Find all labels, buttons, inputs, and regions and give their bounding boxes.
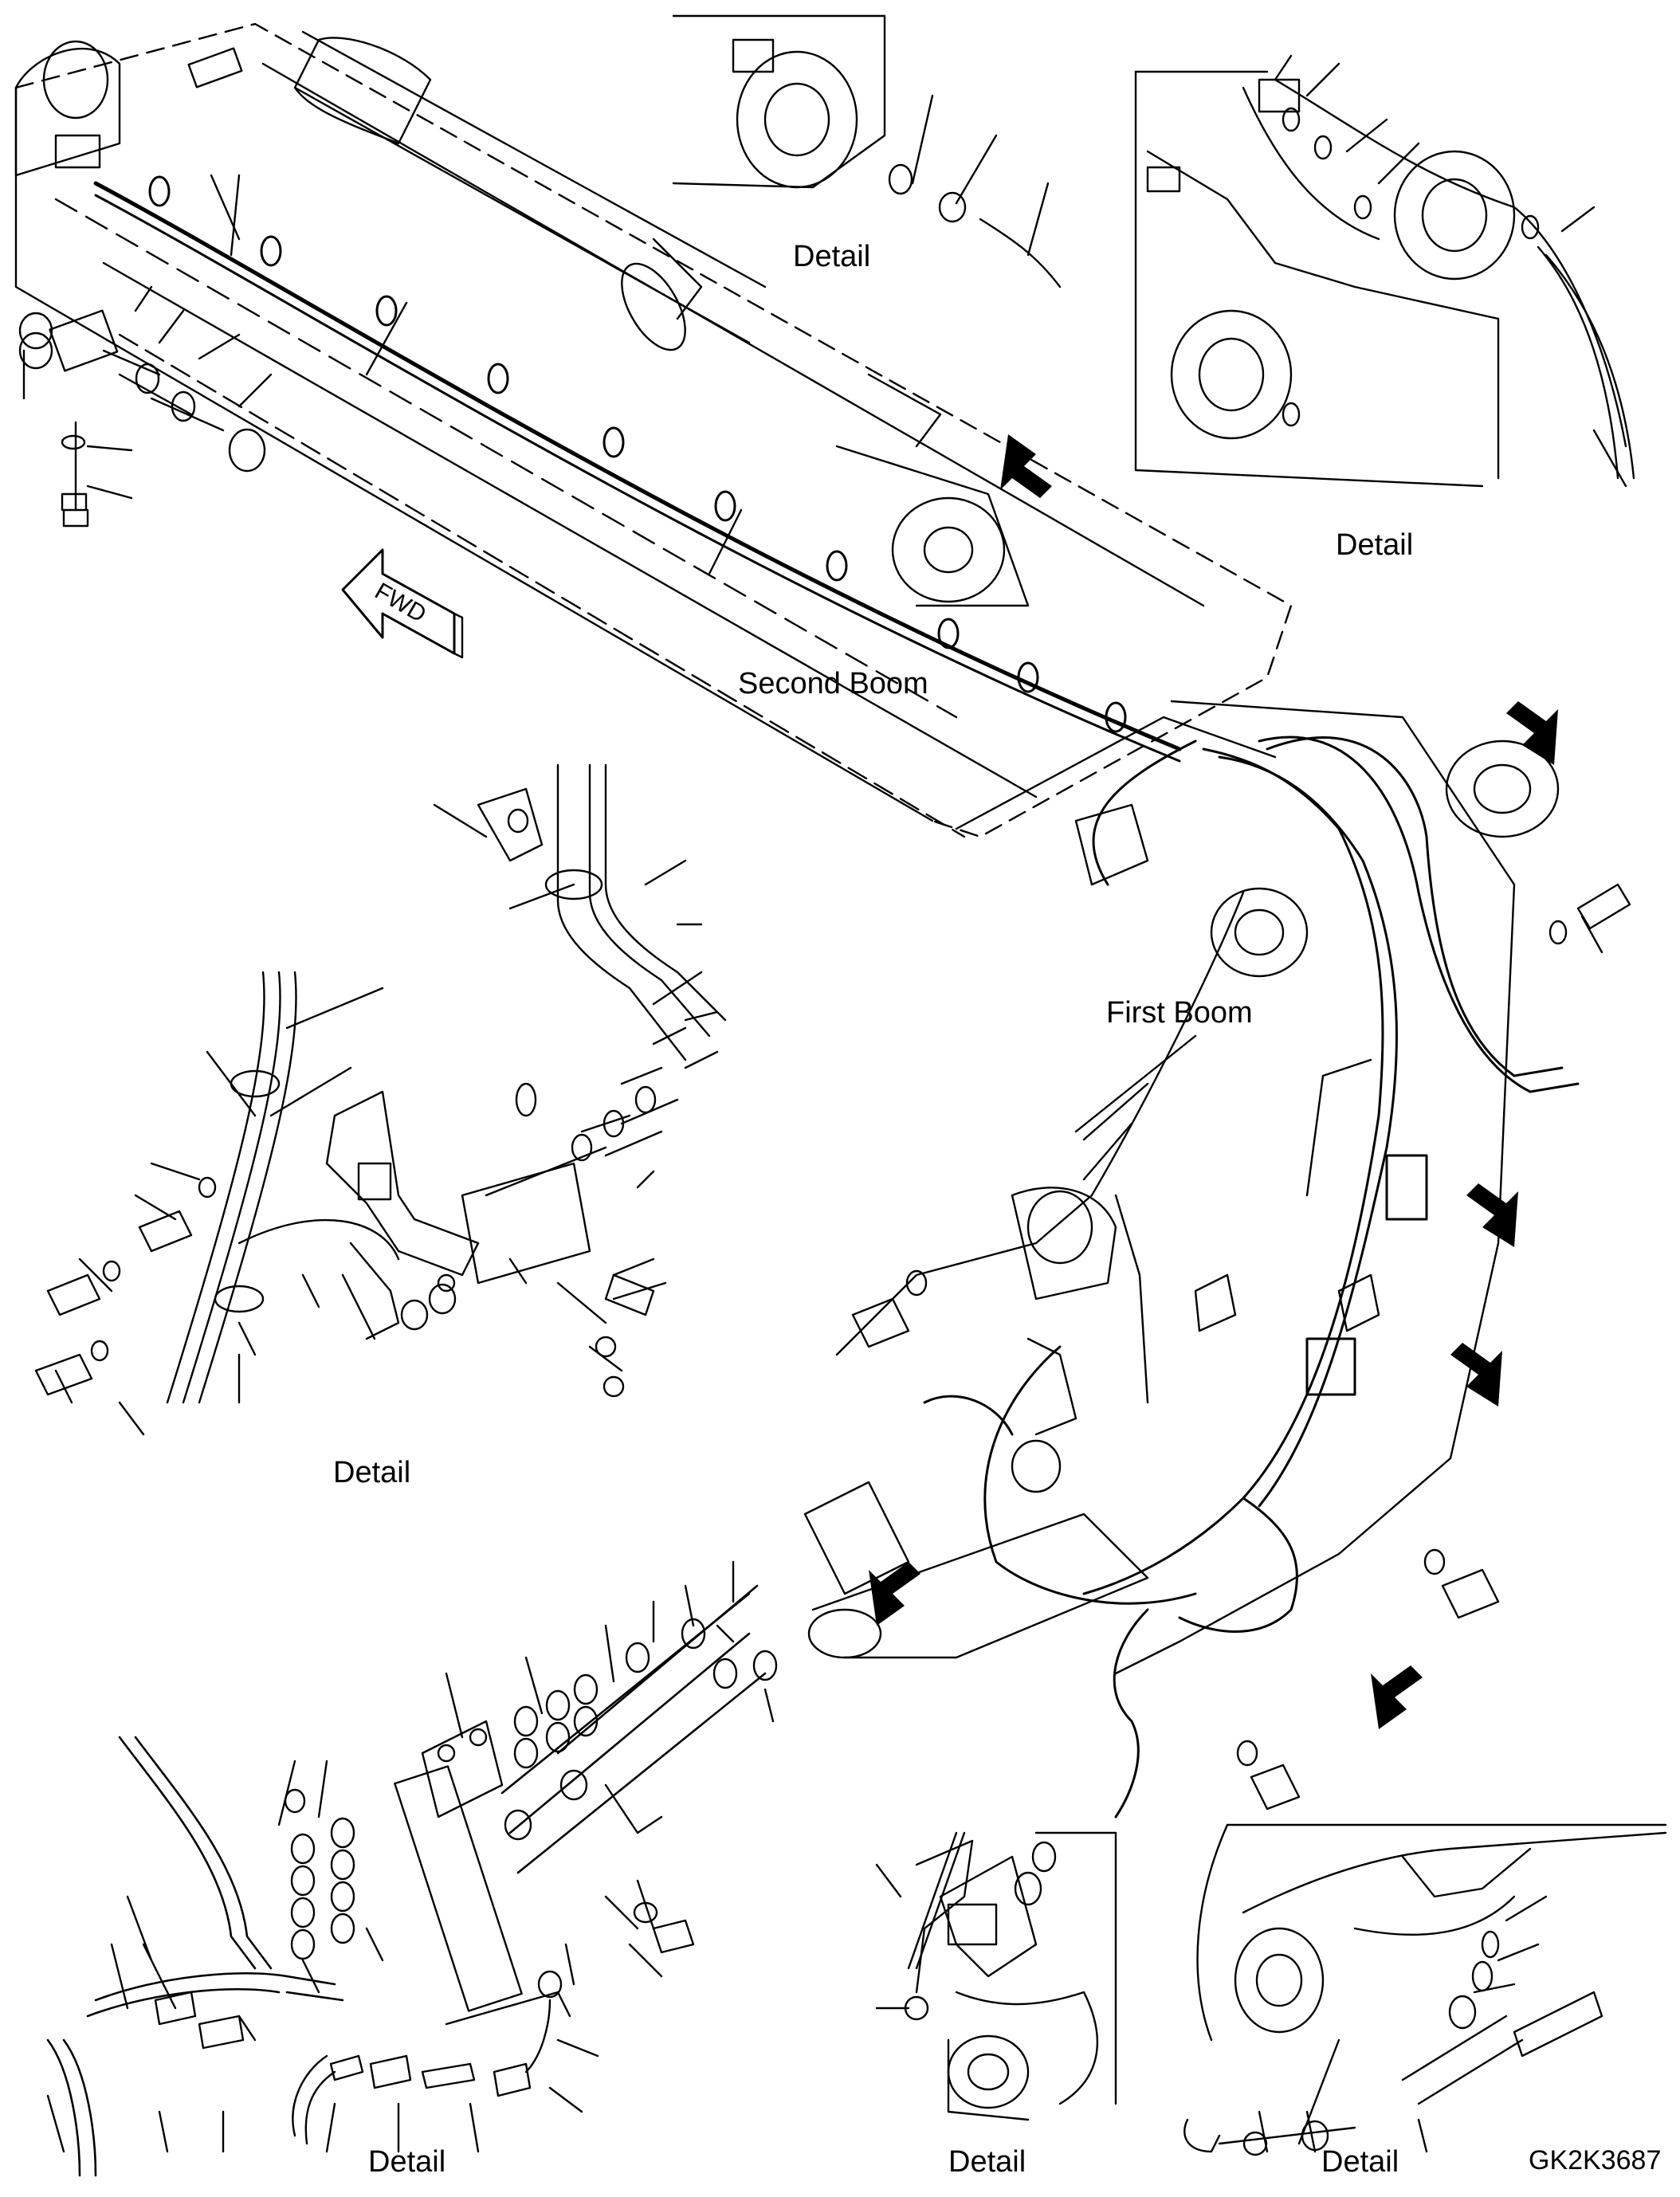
detail-mid-left-art (34, 763, 727, 1436)
detail-bottom-center-art (875, 1831, 1117, 2121)
detail-top-right-art (1134, 54, 1635, 488)
first-boom-hose-harness (923, 736, 1580, 1818)
label-detail-top-center: Detail (793, 240, 871, 273)
second-boom-hose-run (93, 174, 1182, 763)
second-boom-structure (14, 22, 1293, 838)
detail-bottom-left-art (46, 1560, 778, 2177)
manifold-fittings-top-left (18, 285, 273, 528)
detail-bottom-right-art (1183, 1823, 1667, 2156)
first-boom-fasteners (851, 883, 1631, 1811)
label-second-boom: Second Boom (738, 667, 928, 700)
label-detail-bottom-right: Detail (1321, 2145, 1399, 2179)
label-detail-bottom-center: Detail (948, 2145, 1026, 2179)
label-first-boom: First Boom (1106, 996, 1253, 1030)
solid-arrows (869, 434, 1558, 1729)
detail-top-center-art (672, 14, 1062, 288)
boom-cylinder (293, 30, 1030, 607)
label-detail-top-right: Detail (1336, 528, 1414, 562)
label-detail-bottom-left: Detail (368, 2145, 446, 2179)
fwd-arrow (341, 548, 464, 659)
first-boom-structure (803, 700, 1560, 1675)
label-detail-mid-left: Detail (333, 1456, 411, 1489)
drawing-code: GK2K3687 (1529, 2145, 1662, 2175)
